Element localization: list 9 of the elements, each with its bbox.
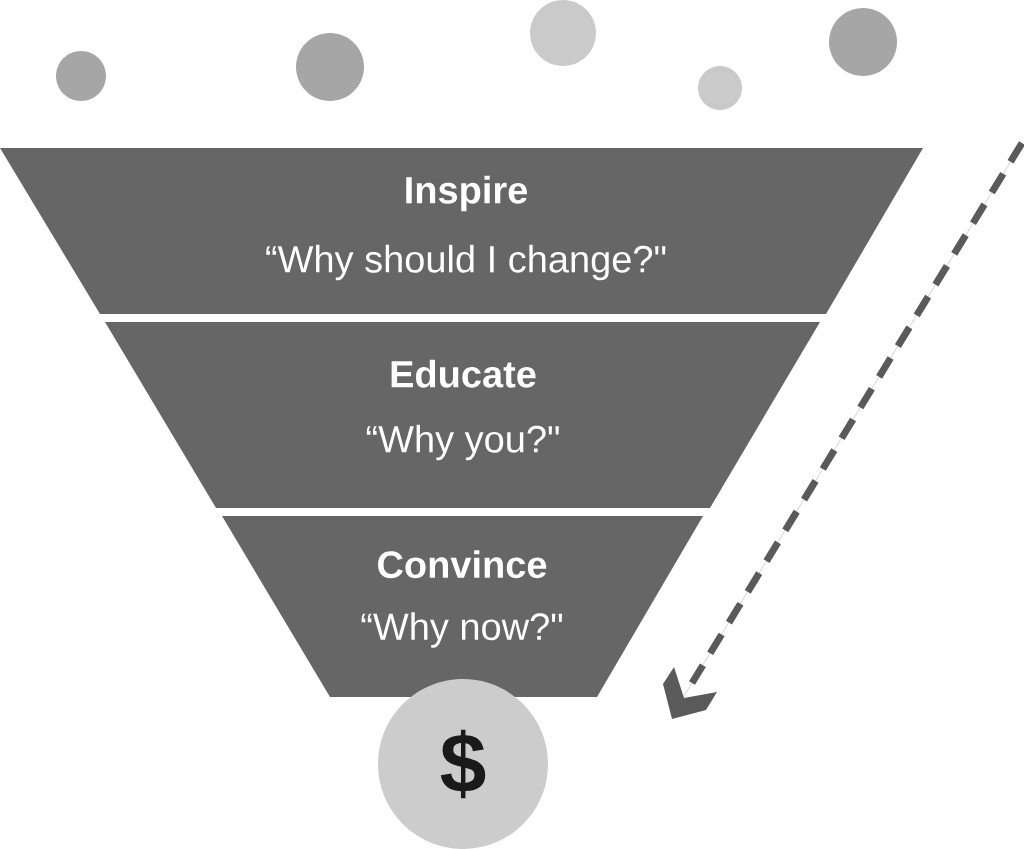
- dot: [698, 66, 742, 110]
- dot: [829, 8, 897, 76]
- coin: $: [378, 679, 548, 849]
- funnel-stage: Educate “Why you?": [105, 322, 820, 508]
- funnel-stage: Convince “Why now?": [222, 516, 703, 697]
- funnel-stage: Inspire “Why should I change?": [0, 148, 923, 314]
- dot: [56, 51, 106, 101]
- dot: [530, 0, 596, 66]
- dot: [296, 33, 364, 101]
